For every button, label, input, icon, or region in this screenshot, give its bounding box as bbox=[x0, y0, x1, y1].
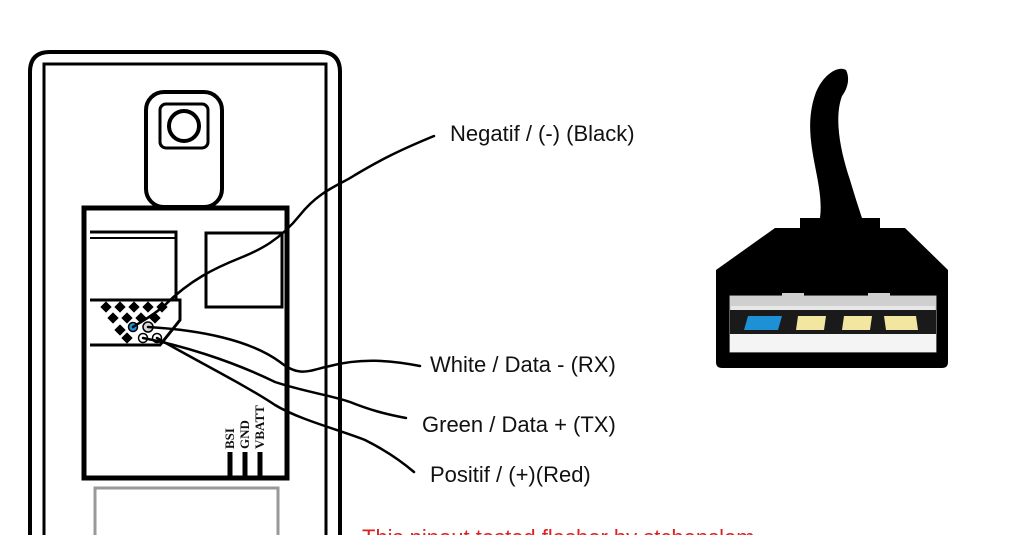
camera-module bbox=[144, 90, 224, 209]
lower-panel bbox=[93, 486, 280, 535]
usb-a-plug-icon bbox=[716, 68, 948, 368]
wire-green bbox=[141, 336, 408, 420]
wire-white bbox=[146, 325, 422, 373]
pin-label-gnd: GND bbox=[237, 420, 252, 449]
usb-pin-highlight bbox=[744, 316, 782, 330]
label-white: White / Data - (RX) bbox=[430, 352, 616, 377]
battery-pins: BSI GND VBATT bbox=[222, 405, 267, 476]
label-green: Green / Data + (TX) bbox=[422, 412, 616, 437]
tested-note: This pinout tested flasher by stchenslem bbox=[362, 525, 755, 535]
label-negatif: Negatif / (-) (Black) bbox=[450, 121, 635, 146]
phone-outline bbox=[28, 50, 342, 535]
wire-negatif bbox=[131, 134, 436, 329]
usb-pin-contact bbox=[796, 316, 826, 330]
wires bbox=[131, 134, 436, 474]
pin-label-bsi: BSI bbox=[222, 428, 237, 449]
camera-lens-icon bbox=[167, 109, 201, 143]
wire-positif bbox=[155, 336, 416, 474]
pin-label-vbatt: VBATT bbox=[252, 405, 267, 449]
usb-pin-contact bbox=[842, 316, 872, 330]
usb-pin-contact bbox=[884, 316, 918, 330]
label-positif: Positif / (+)(Red) bbox=[430, 462, 591, 487]
